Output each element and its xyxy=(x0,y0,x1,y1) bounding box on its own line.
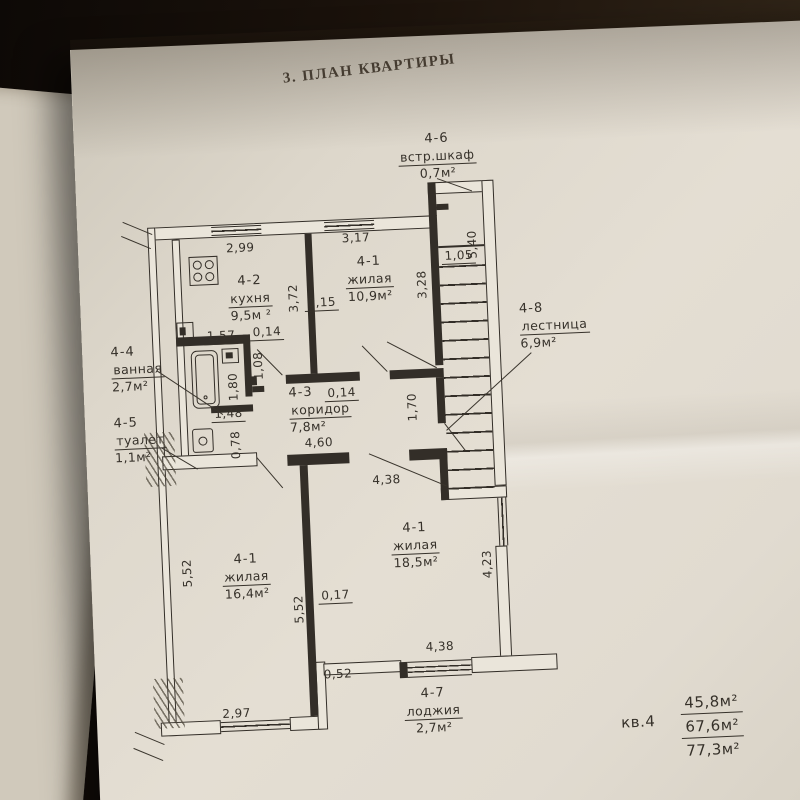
loggia-block xyxy=(399,661,408,679)
top-exterior-wall xyxy=(147,215,432,241)
room-label-stairs: 4-8 лестница 6,9м² xyxy=(519,299,605,351)
inner-left-wall xyxy=(171,239,190,460)
dim-bath-bottom: 1,48 xyxy=(210,405,246,424)
room-label-kitchen: 4-2 кухня 9,5м ² xyxy=(227,272,273,324)
stove-icon xyxy=(188,255,219,287)
dim-rooms-wall: 0,17 xyxy=(318,587,353,605)
room-label-closet: 4-6 встр.шкаф 0,7м² xyxy=(391,130,483,183)
dim-kitchen-top: 2,99 xyxy=(225,240,255,256)
window xyxy=(220,719,291,733)
kitchen-sink-icon xyxy=(176,321,194,340)
window xyxy=(497,497,509,546)
dim-basin-side: 1,08 xyxy=(250,351,266,381)
corridor-niche-wall xyxy=(162,452,258,471)
break-tick xyxy=(133,747,164,762)
loggia-end-wall xyxy=(471,653,558,674)
room-label-loggia: 4-7 лоджия 2,7м² xyxy=(397,685,469,737)
door-swing xyxy=(386,341,437,369)
wall-tick xyxy=(252,385,265,393)
wall-break xyxy=(152,677,185,729)
dim-kitchen-side: 3,72 xyxy=(285,283,301,313)
corridor-bottom-wall xyxy=(287,452,350,466)
dim-room2-bottom: 2,97 xyxy=(222,705,251,721)
usable-area: 67,6м² xyxy=(680,715,744,739)
dim-wc-side: 0,78 xyxy=(228,430,244,460)
dim-room2-side: 5,52 xyxy=(179,558,195,588)
rooms-divider-wall xyxy=(299,465,319,717)
room-label-corridor: 4-3 коридор 7,8м² xyxy=(288,384,362,436)
dim-room1-side: 3,28 xyxy=(414,270,430,300)
room-label-bath: 4-4 ванная 2,7м² xyxy=(110,344,172,395)
break-tick xyxy=(121,235,151,250)
dim-room2-mid: 5,52 xyxy=(291,594,307,624)
total-area: 77,3м² xyxy=(686,739,741,760)
right-exterior-wall-lower xyxy=(495,545,513,664)
washbasin-icon xyxy=(221,347,240,364)
dim-room1-top: 3,17 xyxy=(341,230,371,246)
bathtub-icon xyxy=(190,349,221,409)
apartment-number: кв.4 xyxy=(620,712,656,732)
dim-step: 0,52 xyxy=(323,666,353,682)
total-area-summary: 45,8м² 67,6м² 77,3м² xyxy=(679,691,745,765)
corridor-bottom-wall xyxy=(409,447,448,461)
dim-bath-side: 1,80 xyxy=(225,372,241,402)
closet-notch xyxy=(436,203,449,211)
closet-left-wall xyxy=(427,182,437,217)
break-tick xyxy=(134,731,165,745)
door-swing xyxy=(256,457,284,489)
dim-bath-top: 1,57 xyxy=(203,327,239,346)
living-area: 45,8м² xyxy=(679,691,743,715)
dim-stairs-length: 5,40 xyxy=(464,230,480,259)
room-label-room3: 4-1 жилая 18,5м² xyxy=(390,519,440,571)
dim-bath-wall: 0,14 xyxy=(249,323,285,342)
room-label-wc: 4-5 туалет 1,1м² xyxy=(113,415,175,466)
dim-corridor-top: 4,60 xyxy=(304,434,334,451)
staircase-treads xyxy=(439,264,495,490)
dim-room3-side: 4,23 xyxy=(479,549,495,579)
corridor-top-wall xyxy=(285,371,360,384)
door-swing xyxy=(361,345,388,372)
loggia-window xyxy=(407,659,472,678)
dim-room3-top: 4,38 xyxy=(372,472,401,488)
room-label-room2: 4-1 жилая 16,4м² xyxy=(221,551,272,603)
dim-loggia-top: 4,38 xyxy=(425,638,455,655)
toilet-icon xyxy=(191,428,214,454)
bottom-wall xyxy=(289,715,321,732)
apartment-floor-plan: 3. ПЛАН КВАРТИРЫ xyxy=(95,51,783,794)
dim-corridor-side: 1,70 xyxy=(404,392,420,422)
room-label-room1: 4-1 жилая 10,9м² xyxy=(344,253,395,305)
